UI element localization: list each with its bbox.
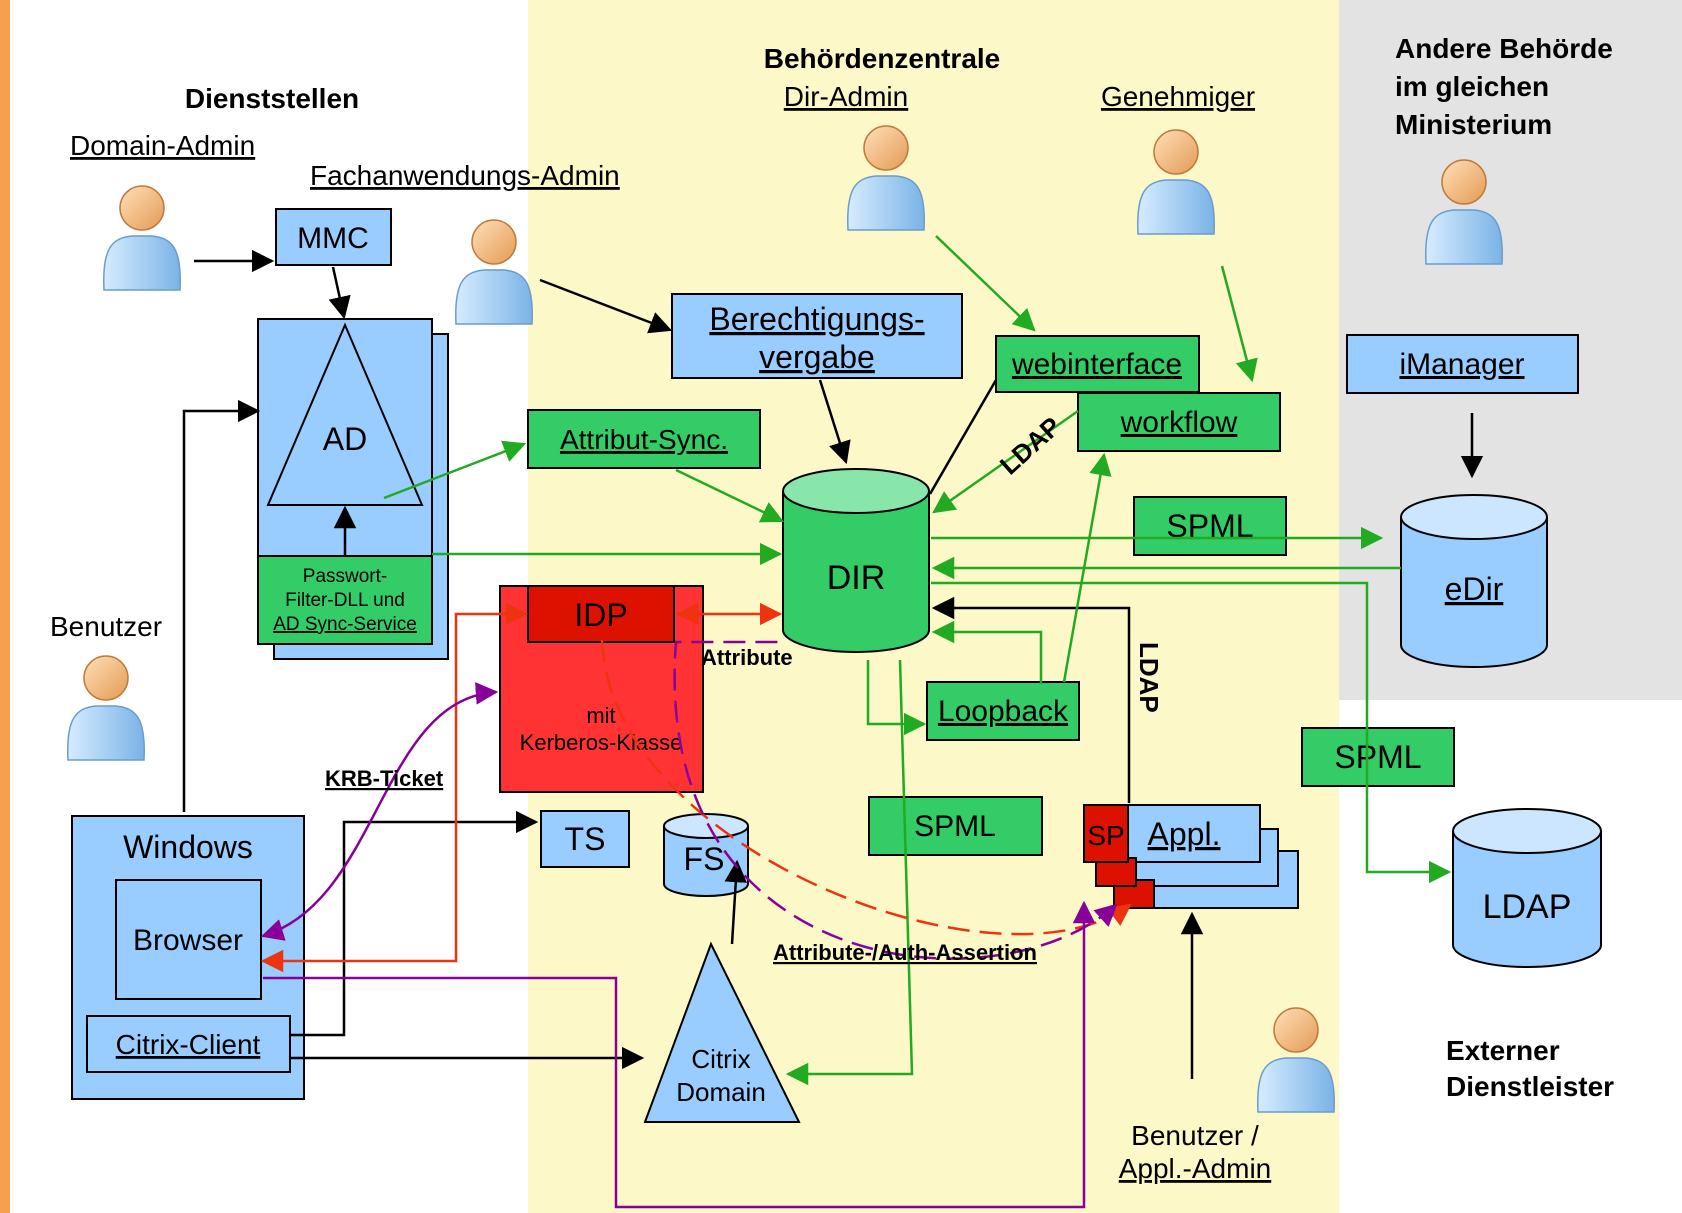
- assertion-label: Attribute-/Auth-Assertion: [773, 940, 1037, 965]
- dir-cylinder-top: [782, 468, 930, 514]
- krb-ticket-label: KRB-Ticket: [325, 766, 444, 791]
- imanager-label: iManager: [1399, 348, 1524, 381]
- attribute-label: Attribute: [701, 645, 793, 670]
- mmc-label: MMC: [297, 222, 369, 255]
- windows-label: Windows: [123, 829, 253, 865]
- ad-triangle: [266, 322, 424, 506]
- label-benutzer: Benutzer: [50, 611, 162, 642]
- label-benutzer-appl-2: Appl.-Admin: [1119, 1153, 1272, 1184]
- sp-label: SP: [1087, 820, 1124, 851]
- black-connectors: [182, 249, 1484, 1079]
- zone-title-andere-1: Andere Behörde: [1395, 33, 1613, 64]
- webinterface-box: [995, 335, 1200, 393]
- ldap-cylinder-body: [1452, 831, 1602, 968]
- browser-label: Browser: [133, 924, 243, 957]
- label-domain-admin: Domain-Admin: [70, 130, 255, 161]
- spml-ldap-box: [1301, 727, 1455, 787]
- berecht-label-1: Berechtigungs-: [709, 301, 924, 337]
- label-benutzer-appl-1: Benutzer /: [1131, 1120, 1259, 1151]
- idp-sub-label-1: mit: [586, 703, 615, 728]
- person-domain-admin-icon: [102, 185, 182, 291]
- fs-label: FS: [684, 841, 725, 877]
- edir-label: eDir: [1445, 571, 1504, 607]
- berechtigungsvergabe-box: [671, 293, 963, 379]
- zone-title-andere-3: Ministerium: [1395, 109, 1552, 140]
- spml-edir-box: [1133, 496, 1287, 556]
- imanager-box: [1346, 334, 1579, 394]
- ts-box: [540, 810, 630, 868]
- person-benutzer-icon: [66, 655, 146, 761]
- workflow-label: workflow: [1120, 406, 1238, 439]
- zone-title-andere-2: im gleichen: [1395, 71, 1549, 102]
- green-connectors: [383, 235, 1452, 1086]
- dir-label: DIR: [827, 559, 886, 597]
- citrix-domain-triangle: [643, 941, 801, 1123]
- label-dir-admin: Dir-Admin: [784, 81, 908, 112]
- zone-title-dienststellen: Dienststellen: [185, 83, 359, 114]
- berecht-label-2: vergabe: [759, 339, 875, 375]
- zone-title-extern-1: Externer: [1446, 1035, 1560, 1066]
- attribut-sync-box: [527, 409, 761, 469]
- ad-label: AD: [323, 421, 367, 457]
- edir-cylinder-body: [1400, 517, 1548, 668]
- idp-sub-label-2: Kerberos-Klasse: [520, 730, 683, 755]
- edir-cylinder-top: [1400, 494, 1548, 540]
- loopback-box: [926, 681, 1080, 741]
- purple-connectors: [260, 640, 1118, 1209]
- workflow-box: [1077, 392, 1281, 452]
- idp-label: IDP: [574, 597, 627, 633]
- appl-label: Appl.: [1148, 816, 1221, 852]
- label-genehmiger: Genehmiger: [1101, 81, 1255, 112]
- idp-header: [527, 585, 675, 643]
- passwort-label-1: Passwort-: [303, 566, 387, 587]
- citrix-client-label: Citrix-Client: [116, 1029, 261, 1060]
- passwort-label-2: Filter-DLL und: [285, 590, 405, 611]
- ldap-db-label: LDAP: [1483, 888, 1572, 926]
- citrix-domain-label-1: Citrix: [691, 1044, 750, 1074]
- ldap-vertical-label: LDAP: [1134, 642, 1164, 713]
- browser-box: [115, 879, 262, 1000]
- citrix-client-box: [86, 1015, 291, 1073]
- webinterface-label: webinterface: [1011, 348, 1182, 381]
- mmc-box: [275, 208, 392, 266]
- attribut-sync-label: Attribut-Sync.: [560, 424, 728, 455]
- loopback-label: Loopback: [938, 695, 1069, 728]
- sp-box: [1083, 804, 1129, 863]
- spml-citrix-box: [868, 796, 1043, 856]
- ldap-cylinder-top: [1452, 808, 1602, 854]
- label-fach-admin: Fachanwendungs-Admin: [310, 160, 620, 191]
- zone-title-extern-2: Dienstleister: [1446, 1071, 1614, 1102]
- spml-ldap-label: SPML: [1334, 739, 1421, 775]
- passwort-label-3: AD Sync-Service: [273, 614, 417, 635]
- zone-title-zentrale: Behördenzentrale: [764, 43, 1001, 74]
- left-accent-strip: [0, 0, 10, 1213]
- ts-label: TS: [565, 821, 606, 857]
- dir-cylinder-body: [782, 491, 930, 653]
- spml-citrix-label: SPML: [914, 810, 996, 843]
- person-fach-admin-icon: [454, 219, 534, 325]
- citrix-domain-label-2: Domain: [676, 1077, 766, 1107]
